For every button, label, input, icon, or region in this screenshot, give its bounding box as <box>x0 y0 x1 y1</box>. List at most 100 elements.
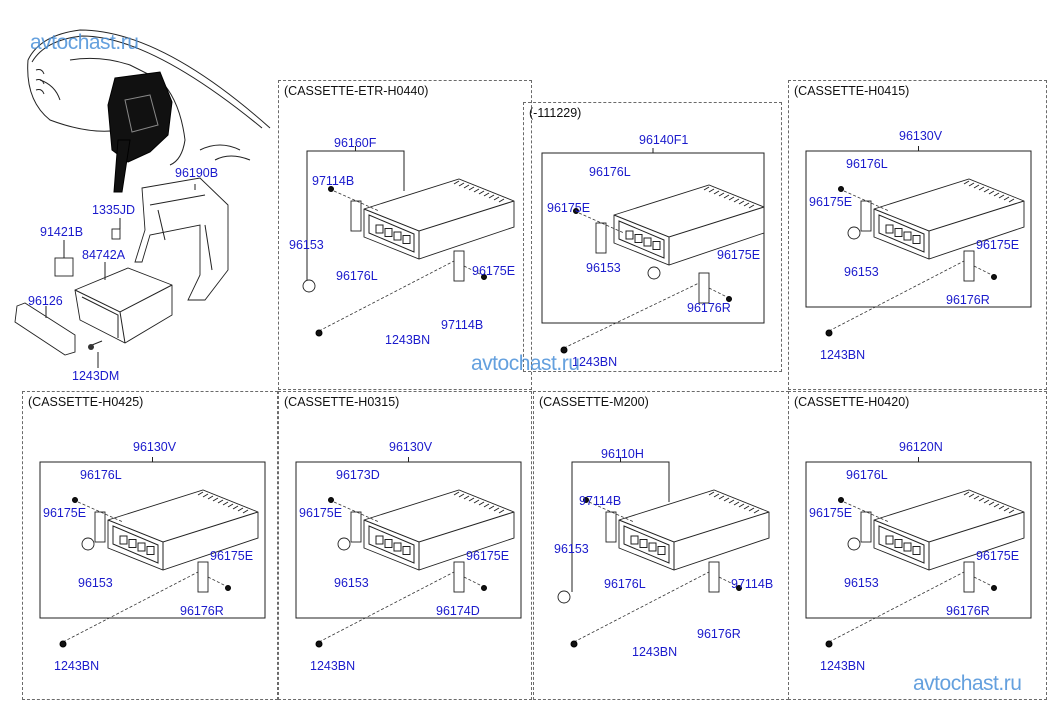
part-label[interactable]: 97114B <box>312 174 355 188</box>
part-label[interactable]: 1243BN <box>310 659 356 673</box>
part-label[interactable]: 96130V <box>133 440 177 454</box>
panel-2: (-111229) 96140F1 96176L 96175E 96153 96175E 9… <box>523 102 782 372</box>
part-label[interactable]: 96176L <box>846 157 888 171</box>
screw-1243BN <box>825 329 833 337</box>
bracket-right <box>963 250 975 282</box>
panel-1: (CASSETTE-ETR-H0440) 96160F 97114B 96153 961… <box>278 80 532 390</box>
screw-left <box>573 208 579 214</box>
part-label[interactable]: 96175E <box>976 549 1020 563</box>
panel-title: (CASSETTE-H0420) <box>794 395 910 409</box>
screw-1243BN <box>570 640 578 648</box>
part-label[interactable]: 96176R <box>697 627 741 641</box>
panel-title: (CASSETTE-H0415) <box>794 84 910 98</box>
bracket-right <box>453 250 465 282</box>
part-label[interactable]: 96153 <box>78 576 113 590</box>
part-label-1243DM[interactable]: 1243DM <box>72 369 120 383</box>
bracket-left <box>860 200 872 232</box>
part-label[interactable]: 1243BN <box>820 659 866 673</box>
part-label[interactable]: 96153 <box>289 238 324 252</box>
radio-unit <box>613 184 765 266</box>
part-label[interactable]: 96130V <box>389 440 433 454</box>
part-label[interactable]: 96176R <box>687 301 731 315</box>
knob-96153 <box>647 266 661 280</box>
knob-96153 <box>557 590 571 604</box>
radio-unit <box>107 489 259 571</box>
part-label[interactable]: 96153 <box>554 542 589 556</box>
screw-right <box>736 585 742 591</box>
part-label[interactable]: 96120N <box>899 440 943 454</box>
screw-right <box>481 274 487 280</box>
bracket-right <box>963 561 975 593</box>
part-label[interactable]: 96140F1 <box>639 133 689 147</box>
cover-96126 <box>14 302 76 356</box>
part-label[interactable]: 96153 <box>586 261 621 275</box>
part-label[interactable]: 96175E <box>809 195 853 209</box>
screw-right <box>991 274 997 280</box>
screw-1243BN <box>825 640 833 648</box>
dashboard-radio-slot <box>107 71 173 193</box>
part-label[interactable]: 96175E <box>210 549 254 563</box>
part-label[interactable]: 1243BN <box>632 645 678 659</box>
screw-left <box>328 186 334 192</box>
part-label[interactable]: 96175E <box>717 248 761 262</box>
part-label[interactable]: 96110H <box>601 447 644 461</box>
screw-left <box>72 497 78 503</box>
knob-96153 <box>81 537 95 551</box>
part-label[interactable]: 97114B <box>731 577 774 591</box>
part-label[interactable]: 96176R <box>180 604 224 618</box>
part-label[interactable]: 96176L <box>604 577 646 591</box>
part-label[interactable]: 96176R <box>946 293 990 307</box>
panel-title: (-111229) <box>529 106 582 120</box>
label-plate-91421B <box>54 257 74 277</box>
part-label[interactable]: 96175E <box>299 506 343 520</box>
part-label[interactable]: 1243BN <box>820 348 866 362</box>
part-label[interactable]: 97114B <box>441 318 484 332</box>
panel-artwork <box>805 146 1032 337</box>
panel-artwork <box>557 457 770 648</box>
panel-artwork <box>295 457 522 648</box>
radio-unit <box>363 178 515 260</box>
watermark-top-left: avtochast.ru <box>30 31 139 54</box>
part-label[interactable]: 96173D <box>336 468 380 482</box>
part-label[interactable]: 96176L <box>80 468 122 482</box>
part-label[interactable]: 97114B <box>579 494 622 508</box>
part-label[interactable]: 96175E <box>809 506 853 520</box>
panel-title: (CASSETTE-ETR-H0440) <box>284 84 429 98</box>
part-label[interactable]: 96175E <box>466 549 510 563</box>
part-label[interactable]: 96175E <box>43 506 87 520</box>
part-label[interactable]: 96175E <box>976 238 1020 252</box>
radio-unit <box>873 178 1025 260</box>
part-label-1335JD[interactable]: 1335JD <box>92 203 136 217</box>
part-label[interactable]: 96175E <box>547 201 591 215</box>
part-label[interactable]: 96176R <box>946 604 990 618</box>
radio-unit <box>873 489 1025 571</box>
part-label[interactable]: 96176L <box>589 165 631 179</box>
part-label-96126[interactable]: 96126 <box>28 294 63 308</box>
part-label[interactable]: 96160F <box>334 136 377 150</box>
part-label[interactable]: 96153 <box>844 576 879 590</box>
part-label[interactable]: 1243BN <box>54 659 100 673</box>
part-label[interactable]: 1243BN <box>385 333 431 347</box>
screw-right <box>481 585 487 591</box>
part-label[interactable]: 1243BN <box>572 355 618 369</box>
knob-96153 <box>337 537 351 551</box>
part-label[interactable]: 96175E <box>472 264 516 278</box>
part-label[interactable]: 96176L <box>336 269 378 283</box>
part-label[interactable]: 96176L <box>846 468 888 482</box>
part-label-96190B[interactable]: 96190B <box>175 166 219 180</box>
bracket-right <box>197 561 209 593</box>
part-label[interactable]: 96153 <box>334 576 369 590</box>
watermark-center: avtochast.ru <box>471 352 580 375</box>
part-label-84742A[interactable]: 84742A <box>82 248 126 262</box>
knob-96153 <box>847 226 861 240</box>
panel-artwork <box>39 457 266 648</box>
part-label[interactable]: 96130V <box>899 129 943 143</box>
screw-left <box>328 497 334 503</box>
part-label[interactable]: 96174D <box>436 604 480 618</box>
part-label[interactable]: 96153 <box>844 265 879 279</box>
part-label-91421B[interactable]: 91421B <box>40 225 84 239</box>
panel-3: (CASSETTE-H0415) 96130V 96176L 96175E 96153 9… <box>788 80 1047 390</box>
screw-left <box>583 497 589 503</box>
